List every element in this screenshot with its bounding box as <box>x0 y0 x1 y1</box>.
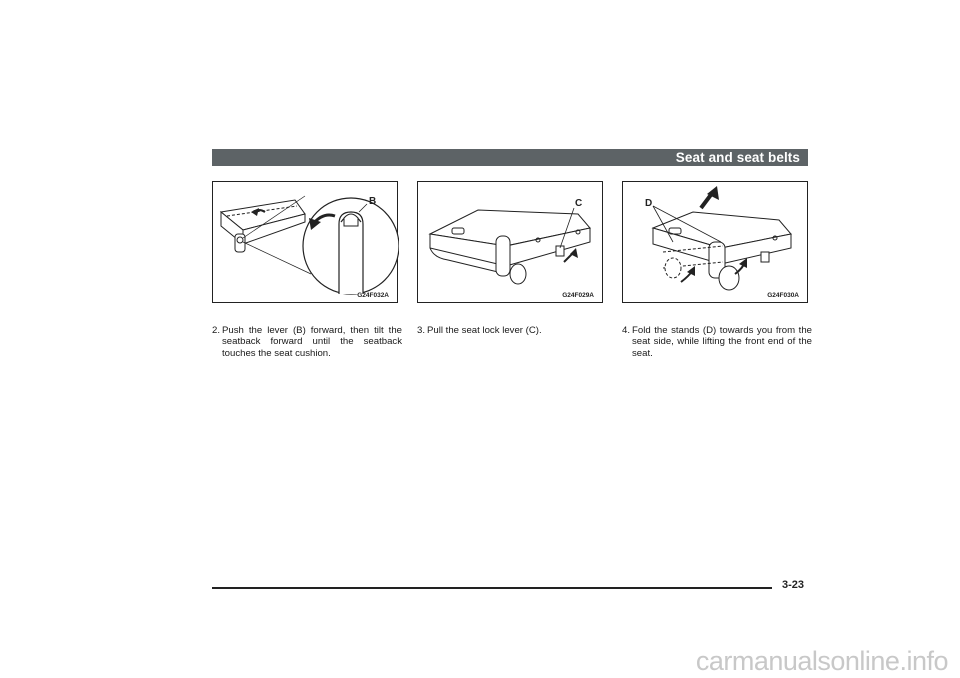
step-4: 4. Fold the stands (D) towards you from … <box>622 325 812 359</box>
figure-seatback-lever: B G24F032A <box>212 181 399 303</box>
step-text: Fold the stands (D) towards you from the… <box>632 325 812 359</box>
step-number: 3. <box>417 325 426 336</box>
seat-lock-lever-illustration: C <box>428 198 591 285</box>
step-2: 2. Push the lever (B) forward, then tilt… <box>212 325 402 359</box>
step-number: 4. <box>622 325 631 336</box>
step-text: Pull the seat lock lever (C). <box>427 325 542 336</box>
lever-label-b: B <box>369 196 376 207</box>
section-header-bar: Seat and seat belts <box>212 149 808 166</box>
section-title: Seat and seat belts <box>675 150 800 165</box>
watermark: carmanualsonline.info <box>695 646 949 676</box>
figure-code: G24F032A <box>357 292 389 299</box>
seat-stands-illustration: D <box>645 186 792 291</box>
seatback-lever-illustration: B <box>219 195 399 295</box>
figure-seat-stands: D G24F030A <box>622 181 808 303</box>
page-number: 3-23 <box>782 579 805 591</box>
figure-code: G24F029A <box>562 292 594 299</box>
stand-label-d: D <box>645 198 652 209</box>
footer-rule <box>212 587 772 589</box>
lever-label-c: C <box>575 198 582 209</box>
figure-code: G24F030A <box>767 292 799 299</box>
figure-seat-lock-lever: C G24F029A <box>417 181 603 303</box>
step-text: Push the lever (B) forward, then tilt th… <box>222 325 402 359</box>
step-3: 3. Pull the seat lock lever (C). <box>417 325 607 336</box>
step-number: 2. <box>212 325 221 336</box>
